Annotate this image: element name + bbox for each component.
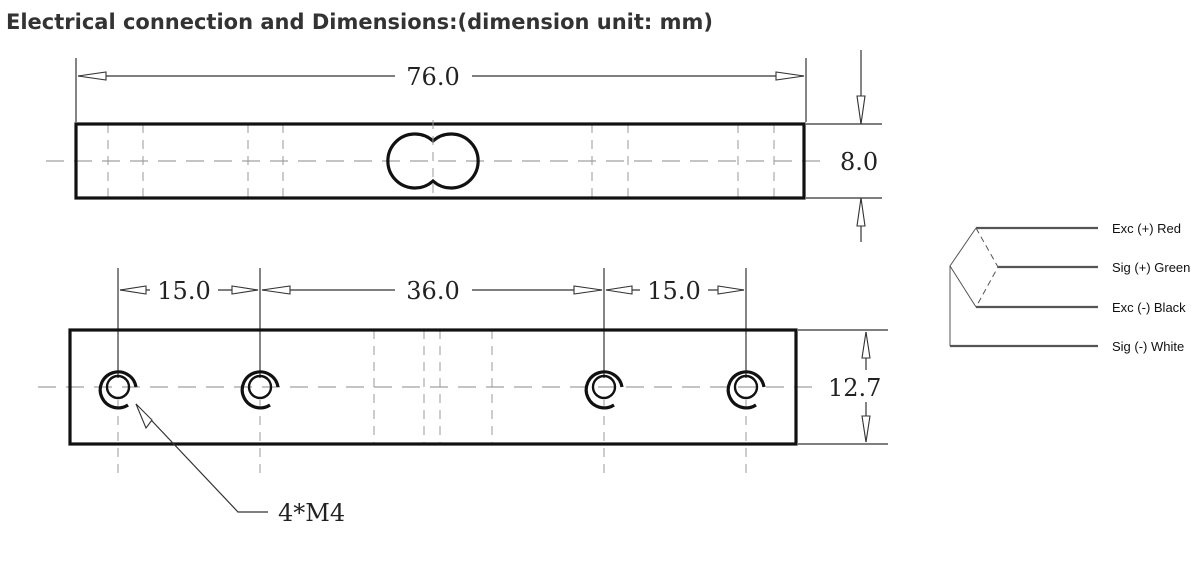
hole-callout-label: 4*M4 bbox=[278, 499, 345, 527]
wire-label: Sig (-) White bbox=[1112, 339, 1184, 354]
load-cell-plan-outline bbox=[68, 328, 798, 446]
arrow-icon bbox=[856, 95, 866, 125]
arrow-icon bbox=[717, 285, 745, 295]
threaded-hole bbox=[726, 370, 766, 410]
arrow-icon bbox=[775, 71, 805, 81]
overall-length-label: 76.0 bbox=[406, 63, 459, 91]
arrow-icon bbox=[861, 415, 871, 443]
threaded-hole bbox=[98, 370, 138, 410]
hole-spacing-right-label: 15.0 bbox=[647, 277, 700, 305]
threaded-hole bbox=[240, 370, 280, 410]
wire-label: Exc (+) Red bbox=[1112, 221, 1181, 236]
arrow-icon bbox=[231, 285, 259, 295]
hole-spacing-center-label: 36.0 bbox=[406, 277, 459, 305]
binocular-hole-outline bbox=[386, 132, 480, 190]
arrow-icon bbox=[261, 285, 291, 295]
load-cell-side-outline bbox=[74, 122, 806, 200]
arrow-icon bbox=[135, 403, 153, 430]
arrow-icon bbox=[77, 71, 107, 81]
wiring-diagram: Exc (+) Red Sig (+) Green Exc (-) Black … bbox=[949, 221, 1190, 354]
arrow-icon bbox=[119, 285, 147, 295]
hole-spacing-left-label: 15.0 bbox=[157, 277, 210, 305]
page-heading: Electrical connection and Dimensions:(di… bbox=[6, 10, 713, 34]
arrow-icon bbox=[605, 285, 633, 295]
callout-leader bbox=[135, 403, 268, 513]
side-view: 76.0 8.0 bbox=[46, 50, 882, 242]
threaded-hole bbox=[584, 370, 624, 410]
arrow-icon bbox=[861, 331, 871, 359]
width-label: 12.7 bbox=[828, 374, 881, 402]
arrow-icon bbox=[856, 197, 866, 227]
wire-label: Sig (+) Green bbox=[1112, 260, 1190, 275]
wire-label: Exc (-) Black bbox=[1112, 300, 1186, 315]
plan-view: 15.0 36.0 15.0 bbox=[38, 268, 888, 527]
height-label: 8.0 bbox=[840, 148, 878, 176]
arrow-icon bbox=[573, 285, 603, 295]
